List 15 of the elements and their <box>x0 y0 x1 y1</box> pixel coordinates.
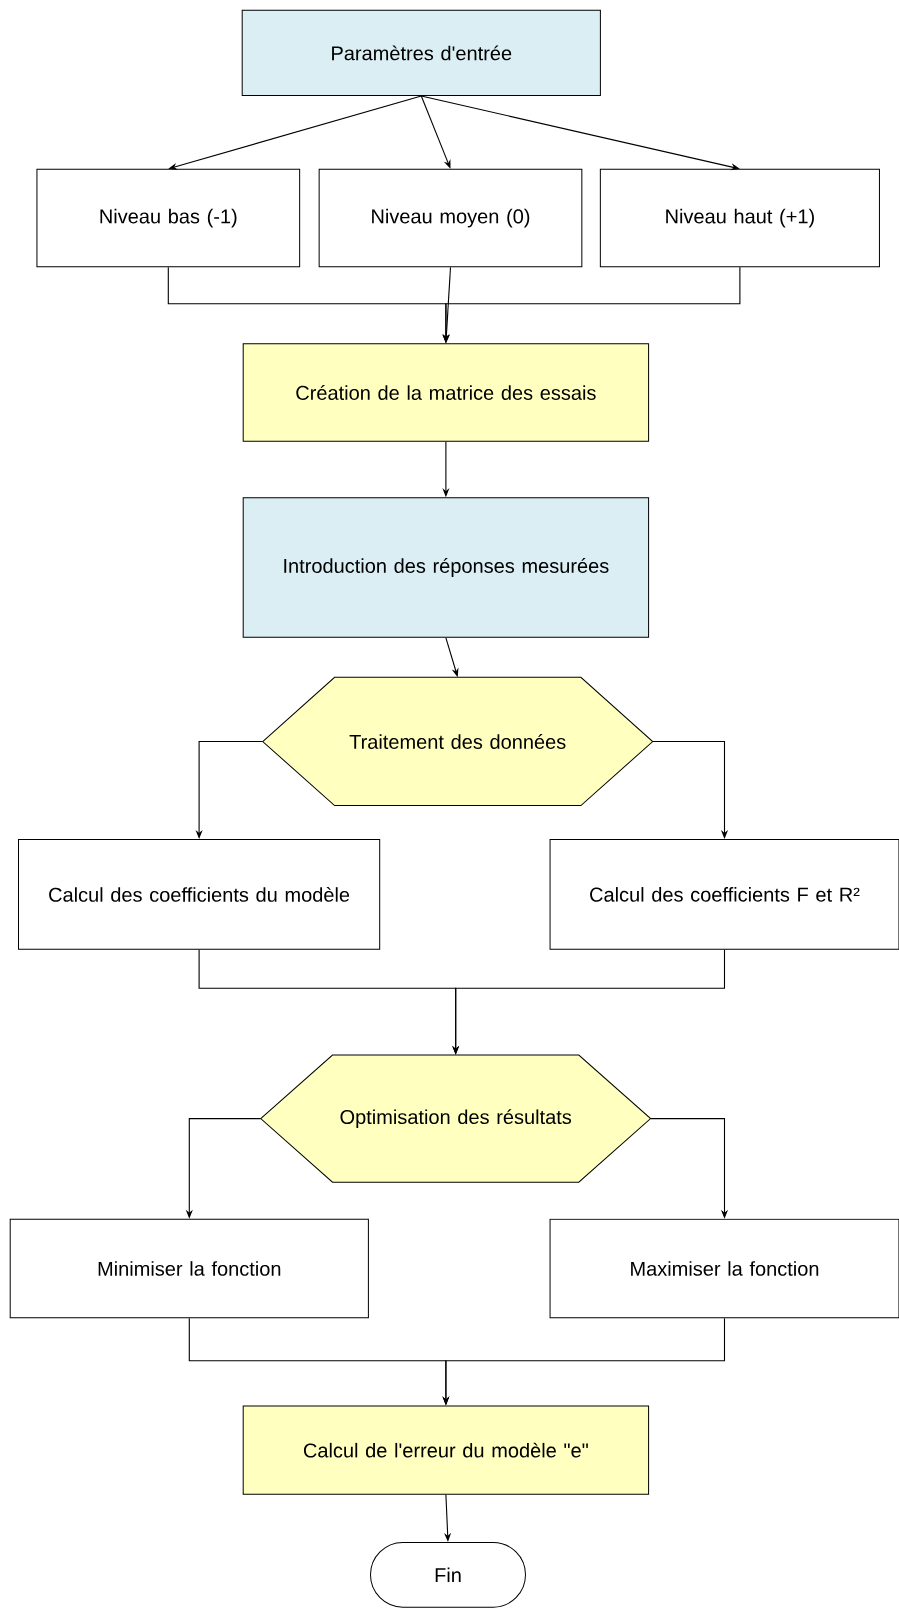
process-box: Création de la matrice des essais <box>242 343 650 442</box>
process-box: Minimiser la fonction <box>9 1218 369 1319</box>
decision-hexagon: Traitement des données <box>262 676 654 807</box>
process-box: Calcul des coefficients du modèle <box>18 839 381 950</box>
decision-hexagon: Optimisation des résultats <box>260 1054 652 1183</box>
terminal-box: Fin <box>370 1541 526 1608</box>
process-box: Paramètres d'entrée <box>241 9 601 96</box>
process-box: Niveau bas (-1) <box>36 168 301 268</box>
process-box: Calcul de l'erreur du modèle "e" <box>242 1405 650 1495</box>
process-box: Maximiser la fonction <box>549 1218 899 1319</box>
process-box: Niveau moyen (0) <box>318 168 583 268</box>
process-box: Niveau haut (+1) <box>599 168 880 268</box>
process-box: Introduction des réponses mesurées <box>242 497 650 638</box>
process-box: Calcul des coefficients F et R² <box>549 839 899 950</box>
arrow <box>652 740 729 839</box>
